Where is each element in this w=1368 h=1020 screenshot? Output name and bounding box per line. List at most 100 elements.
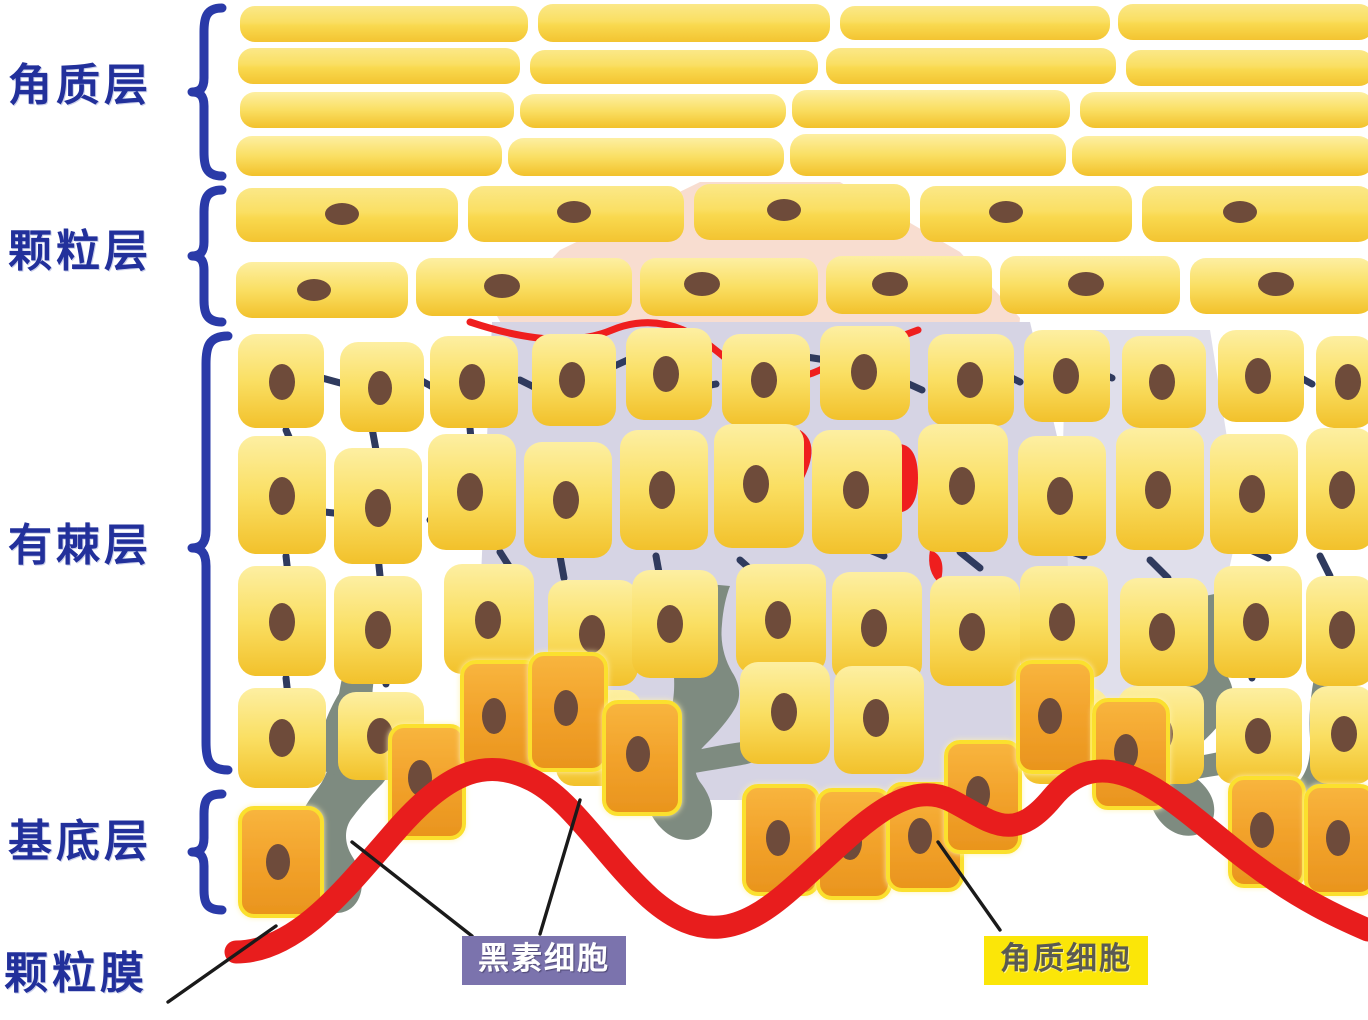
nucleus [367,718,393,754]
nucleus [1245,358,1271,394]
nucleus [767,199,801,221]
layer-label-stratum-spinosum: 有棘层 [8,520,152,571]
nucleus [1149,613,1175,651]
red-accent [898,444,918,512]
spinous-cell [238,334,324,428]
granular-cell [236,188,458,242]
nucleus [365,611,391,649]
nucleus [657,605,683,643]
corneocyte [790,134,1066,176]
spinous-cell [1316,336,1368,428]
spinous-cell [1306,428,1368,550]
nucleus [482,698,506,734]
corneocyte [520,94,786,128]
desmosome [956,548,984,572]
spinous-cell [722,334,810,426]
nucleus [269,364,295,400]
nucleus [743,465,769,503]
spinous-cell [930,576,1020,686]
nucleus [1114,734,1138,770]
spinous-cell [832,572,922,682]
nucleus [843,471,869,509]
leader-line-melanocyte-2 [538,798,582,936]
nucleus [949,467,975,505]
brace-stratum-corneum [187,3,227,181]
corneocyte [240,6,528,42]
spinous-cell [1310,686,1368,784]
corneocyte [1072,136,1368,176]
spinous-cell [740,662,830,764]
granular-cell [640,258,818,316]
nucleus [1149,364,1175,400]
stratum-granulosum-cells [236,184,1368,318]
spinous-cell [1020,566,1108,678]
leader-line-basement-membrane [166,924,278,1004]
nucleus [851,354,877,390]
nucleus [626,736,650,772]
spinous-cell [238,566,326,676]
nucleus [1038,698,1062,734]
spinous-cell [714,424,804,548]
basal-cell [1016,660,1094,774]
nucleus [765,601,791,639]
nucleus [989,201,1023,223]
brace-stratum-granulosum [187,185,227,327]
nucleus [1245,718,1271,754]
layer-brace-group [187,3,233,915]
corneocyte [238,48,520,84]
callout-melanocyte: 黑素细胞 [462,936,626,985]
red-accent [929,550,943,584]
basal-cell [1304,784,1368,896]
basement-membrane-curve [224,757,1368,964]
spinous-cell [334,576,422,684]
nucleus [266,844,290,880]
stratum-corneum-cells [236,4,1368,176]
nucleus [559,362,585,398]
layer-label-stratum-basale: 基底层 [8,816,152,867]
nucleus [653,356,679,392]
nucleus [1335,364,1361,400]
corneocyte [530,50,818,84]
nucleus [1068,272,1104,296]
spinous-cell [428,434,516,550]
nucleus [269,719,295,757]
nucleus [1329,471,1355,509]
spinous-cell [620,430,708,550]
basal-cell [602,700,682,816]
nucleus [325,203,359,225]
corneocyte [1126,50,1368,86]
nucleus [1258,272,1294,296]
corneocyte [840,6,1110,40]
nucleus [649,471,675,509]
nucleus [554,690,578,726]
corneocyte [1118,4,1368,40]
spinous-cell [334,448,422,564]
spinous-cell [1116,428,1204,550]
nucleus [1243,603,1269,641]
nucleus [579,615,605,653]
nucleus [766,820,790,856]
nucleus [1223,201,1257,223]
nucleus [957,362,983,398]
granular-cell [920,186,1132,242]
nucleus [269,603,295,641]
nucleus [1326,820,1350,856]
corneocyte [240,92,514,128]
nucleus [297,279,331,301]
corneocyte [826,48,1116,84]
nucleus [861,609,887,647]
spinous-cell [834,666,924,774]
nucleus [475,601,501,639]
corneocyte [538,4,830,42]
spinous-cell [1122,336,1206,428]
corneocyte [792,90,1070,128]
spinous-cell [238,436,326,554]
nucleus [908,818,932,854]
nucleus [557,201,591,223]
leader-line-melanocyte-1 [350,840,474,938]
spinous-cell [238,688,326,788]
basal-cell [238,806,324,918]
brace-stratum-spinosum [187,331,233,775]
nucleus [1145,471,1171,509]
layer-label-basement-membrane: 颗粒膜 [4,948,148,999]
